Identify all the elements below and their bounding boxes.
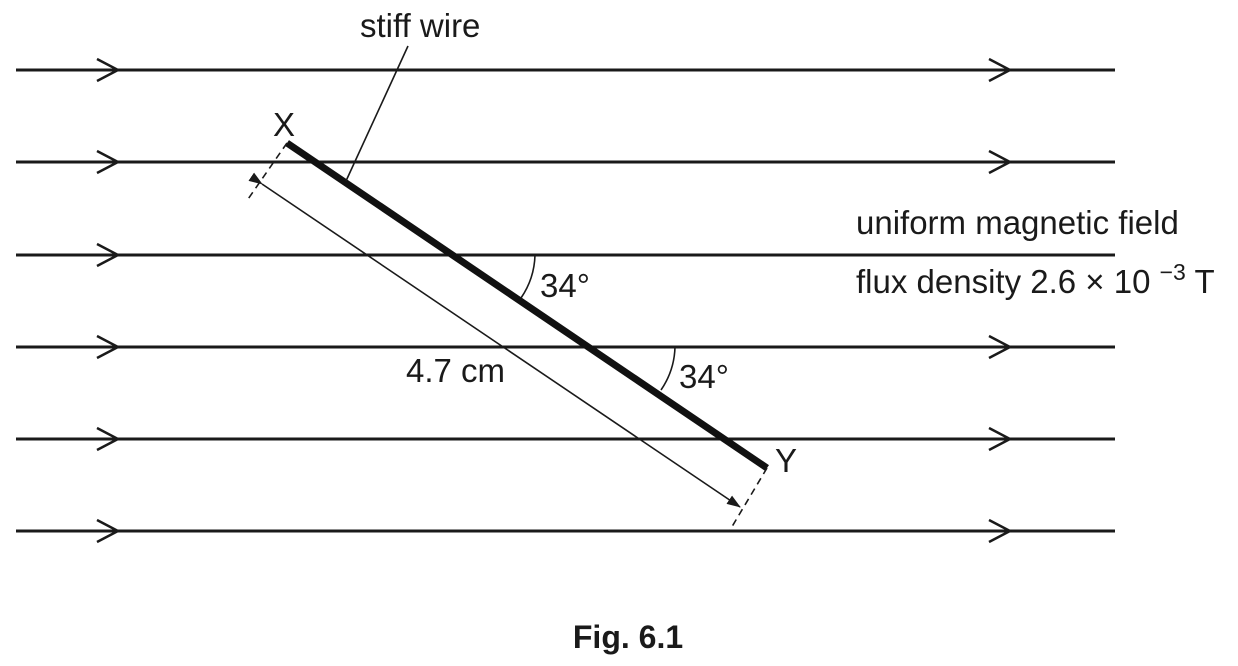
extension-line-y — [729, 467, 768, 531]
field-line — [16, 518, 1115, 544]
angle-arc-upper — [520, 254, 536, 299]
field-line — [16, 149, 1115, 175]
flux-density-label: flux density 2.6 × 10 −3 T — [856, 250, 1215, 300]
extension-line-x — [245, 142, 288, 203]
stiff-wire — [285, 140, 769, 471]
angle-label-lower: 34° — [679, 358, 729, 395]
figure-caption: Fig. 6.1 — [573, 619, 683, 655]
wire-leader-line — [345, 45, 409, 182]
angle-arc-lower — [660, 346, 676, 391]
flux-density-value: flux density 2.6 × 10 — [856, 263, 1150, 300]
wire-label: stiff wire — [360, 7, 480, 44]
length-dimension-arrow — [248, 172, 741, 508]
end-label-x: X — [273, 106, 295, 143]
length-label: 4.7 cm — [406, 352, 505, 389]
flux-density-unit: T — [1194, 263, 1214, 300]
field-description: uniform magnetic field — [856, 204, 1179, 241]
field-line — [16, 57, 1115, 83]
field-line — [16, 426, 1115, 452]
flux-density-exponent: −3 — [1160, 259, 1186, 285]
field-line — [16, 334, 1115, 360]
angle-label-upper: 34° — [540, 267, 590, 304]
end-label-y: Y — [775, 442, 797, 479]
